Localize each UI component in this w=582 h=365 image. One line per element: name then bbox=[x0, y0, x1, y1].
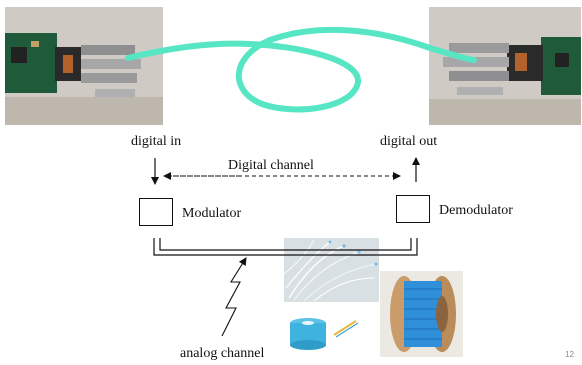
digital-out-label: digital out bbox=[380, 134, 438, 149]
modulator-label: Modulator bbox=[182, 206, 242, 221]
right-board-photo bbox=[429, 7, 581, 125]
fiber-strands-photo bbox=[284, 238, 379, 302]
analog-channel-line bbox=[153, 238, 418, 256]
left-board-photo bbox=[5, 7, 163, 125]
digital-in-label: digital in bbox=[131, 134, 182, 149]
analog-channel-label: analog channel bbox=[180, 346, 265, 361]
fiber-cable bbox=[125, 26, 477, 113]
cable-spool-small-photo bbox=[286, 313, 361, 353]
cable-spool-large-photo bbox=[380, 271, 463, 357]
digital-channel-label: Digital channel bbox=[228, 158, 314, 173]
lightning-pointer bbox=[221, 257, 247, 337]
demodulator-box bbox=[396, 195, 430, 223]
modulator-box bbox=[139, 198, 173, 226]
demodulator-label: Demodulator bbox=[439, 203, 513, 218]
page-number: 12 bbox=[565, 350, 574, 359]
